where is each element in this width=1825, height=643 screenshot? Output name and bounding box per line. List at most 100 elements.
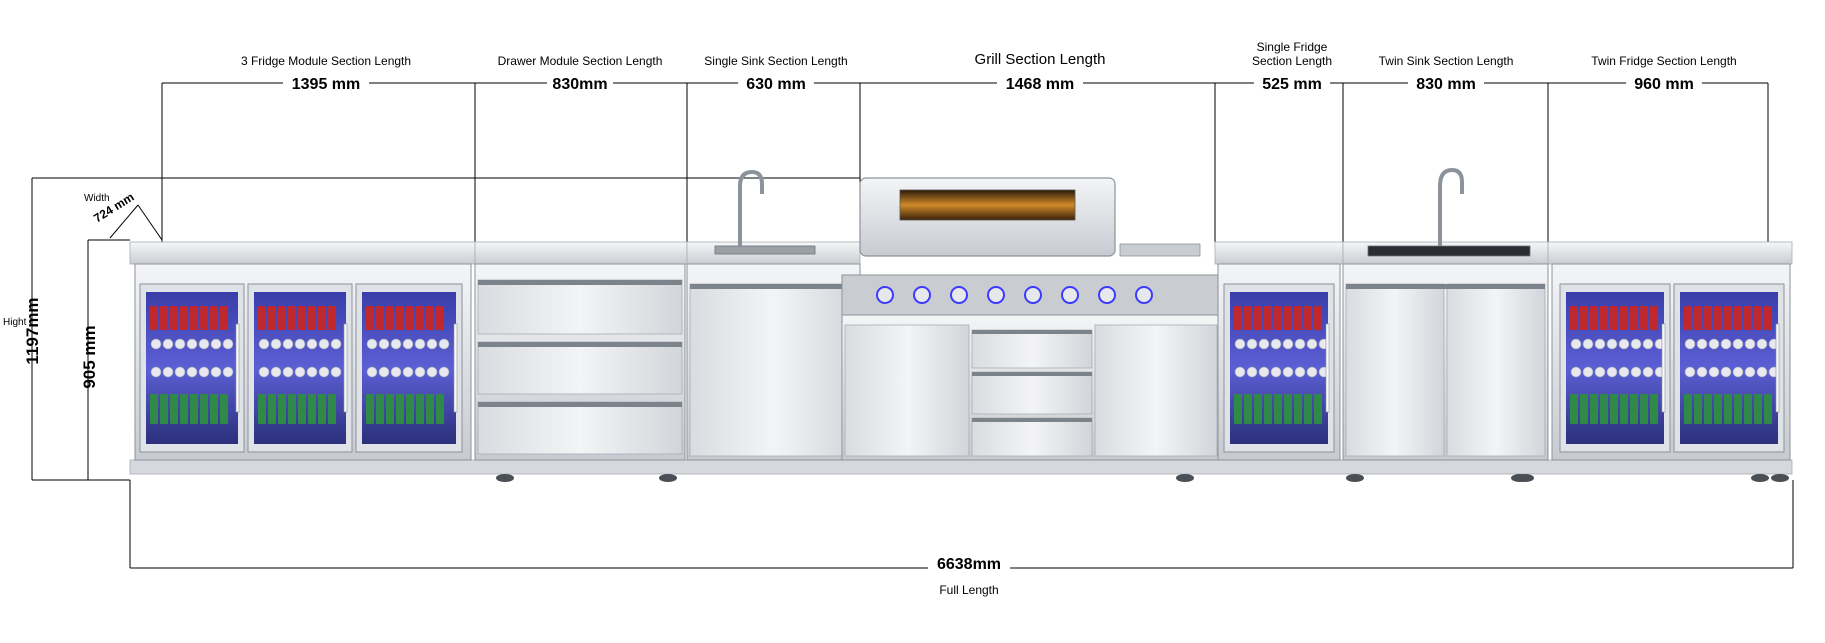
bottle-cap bbox=[210, 338, 222, 350]
side-burner-lid bbox=[1119, 243, 1201, 257]
section-value-bg bbox=[1408, 72, 1484, 92]
red-can bbox=[210, 306, 218, 330]
red-can bbox=[1234, 306, 1242, 330]
bottle-cap bbox=[366, 338, 378, 350]
bottle-cap bbox=[1618, 366, 1630, 378]
bottle-cap bbox=[1708, 366, 1720, 378]
red-can bbox=[426, 306, 434, 330]
section-label: Drawer Module Section Length bbox=[498, 54, 663, 68]
bottle-cap bbox=[1582, 366, 1594, 378]
bottle-cap bbox=[330, 338, 342, 350]
bottle-cap bbox=[378, 338, 390, 350]
caster-wheel bbox=[1511, 474, 1529, 482]
countertop-slab bbox=[474, 241, 688, 265]
red-can bbox=[308, 306, 316, 330]
bottle-cap bbox=[1732, 366, 1744, 378]
width-label: Width bbox=[84, 193, 110, 204]
bottle-cap bbox=[1606, 366, 1618, 378]
bottle-cap bbox=[1282, 366, 1294, 378]
green-can bbox=[366, 394, 374, 424]
green-can bbox=[200, 394, 208, 424]
green-can bbox=[180, 394, 188, 424]
bottle-cap bbox=[222, 338, 234, 350]
drawer-handle bbox=[478, 402, 682, 407]
bottle-cap bbox=[1684, 366, 1696, 378]
red-can bbox=[1744, 306, 1752, 330]
red-can bbox=[318, 306, 326, 330]
bottle-cap bbox=[1630, 338, 1642, 350]
bottle-cap bbox=[1294, 338, 1306, 350]
bottle-cap bbox=[318, 338, 330, 350]
bottle-cap bbox=[390, 338, 402, 350]
green-can bbox=[328, 394, 336, 424]
bottle-cap bbox=[198, 338, 210, 350]
green-can bbox=[190, 394, 198, 424]
section-value: 960 mm bbox=[1634, 76, 1694, 93]
burner-knob bbox=[987, 286, 1005, 304]
fridge-handle bbox=[1325, 323, 1330, 413]
green-can bbox=[1694, 394, 1702, 424]
red-can bbox=[150, 306, 158, 330]
red-can bbox=[170, 306, 178, 330]
drawer-handle bbox=[478, 342, 682, 347]
section-value-bg bbox=[997, 72, 1083, 92]
total-height-label: Hight bbox=[3, 317, 27, 328]
green-can bbox=[258, 394, 266, 424]
fridge-door bbox=[355, 283, 463, 453]
section-label-line: Section Length bbox=[1252, 54, 1332, 68]
green-can bbox=[318, 394, 326, 424]
section-value: 1395 mm bbox=[292, 76, 361, 93]
width-diagonal-line bbox=[109, 204, 139, 239]
twin-sink-basin bbox=[1367, 245, 1531, 257]
red-can bbox=[258, 306, 266, 330]
green-can bbox=[308, 394, 316, 424]
burner-knob bbox=[1024, 286, 1042, 304]
faucet bbox=[738, 169, 764, 246]
red-can bbox=[298, 306, 306, 330]
section-label: Grill Section Length bbox=[975, 51, 1106, 68]
green-can bbox=[1724, 394, 1732, 424]
red-can bbox=[1274, 306, 1282, 330]
bottle-cap bbox=[1270, 338, 1282, 350]
red-can bbox=[1294, 306, 1302, 330]
red-can bbox=[1570, 306, 1578, 330]
bottle-cap bbox=[1306, 366, 1318, 378]
bottle-cap bbox=[210, 366, 222, 378]
green-can bbox=[150, 394, 158, 424]
green-can bbox=[1650, 394, 1658, 424]
red-can bbox=[416, 306, 424, 330]
red-can bbox=[278, 306, 286, 330]
drawer-front bbox=[477, 401, 683, 455]
bottle-cap bbox=[294, 338, 306, 350]
bottle-cap bbox=[258, 366, 270, 378]
bottle-cap bbox=[1732, 338, 1744, 350]
fridge-door bbox=[1673, 283, 1785, 453]
kitchen-modules bbox=[129, 167, 1793, 482]
bottle-cap bbox=[1570, 366, 1582, 378]
countertop-slab bbox=[129, 241, 476, 265]
bottle-cap bbox=[282, 338, 294, 350]
green-can bbox=[426, 394, 434, 424]
fridge-door bbox=[1223, 283, 1335, 453]
green-can bbox=[396, 394, 404, 424]
red-can bbox=[1764, 306, 1772, 330]
bottle-cap bbox=[258, 338, 270, 350]
bottle-cap bbox=[1642, 366, 1654, 378]
twin-sink-left-door bbox=[1345, 283, 1445, 457]
fridge-handle bbox=[1661, 323, 1666, 413]
bottle-cap bbox=[1282, 338, 1294, 350]
sink-door bbox=[689, 283, 858, 457]
fridge-door bbox=[139, 283, 245, 453]
red-can bbox=[1264, 306, 1272, 330]
bottle-cap bbox=[1258, 366, 1270, 378]
red-can bbox=[190, 306, 198, 330]
green-can bbox=[376, 394, 384, 424]
section-label: Twin Sink Section Length bbox=[1379, 54, 1514, 68]
section-label: Twin Fridge Section Length bbox=[1591, 54, 1736, 68]
bottle-cap bbox=[414, 366, 426, 378]
fridge-handle bbox=[235, 323, 240, 413]
fridge-handle bbox=[453, 323, 458, 413]
fridge-door bbox=[247, 283, 353, 453]
